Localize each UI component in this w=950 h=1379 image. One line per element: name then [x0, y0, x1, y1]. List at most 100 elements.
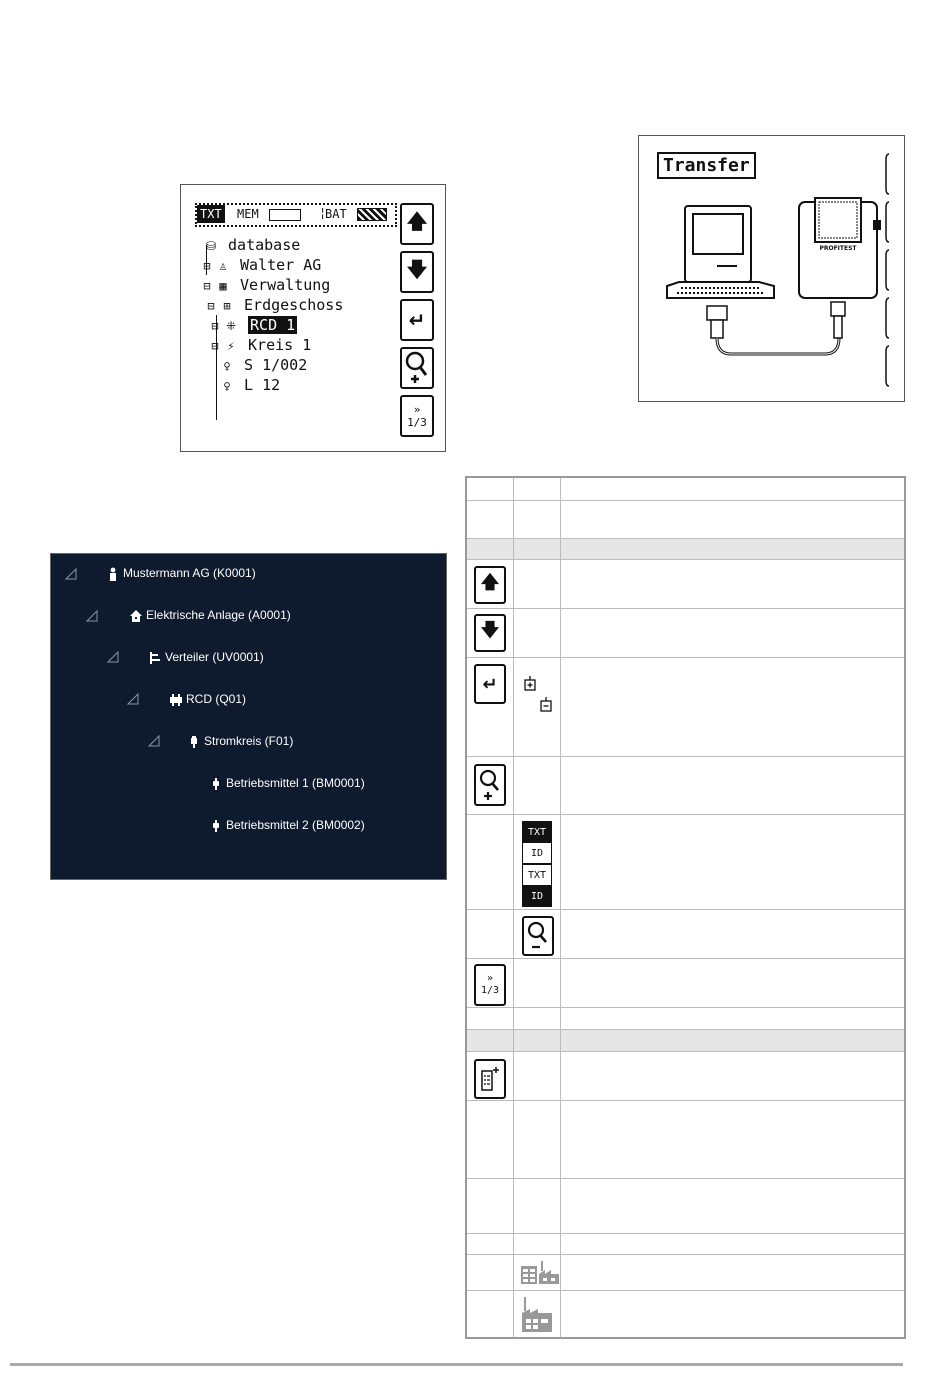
- key-reference-table: 🡅 🡇 ↵ TX: [465, 476, 906, 1339]
- collapse-icon: ⊟: [203, 259, 211, 273]
- page-indicator: 1/3: [480, 985, 500, 996]
- expand-triangle-icon[interactable]: [148, 735, 160, 747]
- dark-tree-row[interactable]: Verteiler (UV0001): [148, 650, 264, 665]
- expand-triangle-icon[interactable]: [107, 651, 119, 663]
- table-section-band: [467, 1029, 904, 1051]
- table-row-divider: [467, 559, 904, 560]
- up-arrow-icon: 🡅: [406, 209, 428, 233]
- zoom-plus-icon: [479, 769, 499, 800]
- table-row-divider: [467, 1100, 904, 1101]
- table-section-band: [467, 538, 904, 559]
- tree-node-verwaltung[interactable]: ⊟▦ Verwaltung: [199, 275, 330, 296]
- tree-line: [206, 245, 207, 275]
- status-bar: TXT MEM ¦ BAT: [195, 203, 397, 227]
- table-row-divider: [467, 1029, 904, 1030]
- enter-button[interactable]: ↵: [400, 299, 434, 341]
- enter-icon: ↵: [408, 308, 426, 332]
- table-row-divider: [467, 1007, 904, 1008]
- computer-icon: [666, 205, 775, 339]
- page-button[interactable]: » 1/3: [400, 395, 434, 437]
- mem-label: MEM: [237, 207, 259, 221]
- distributor-icon: ⊞: [223, 299, 231, 313]
- dark-tree-row[interactable]: Betriebsmittel 1 (BM0001): [209, 776, 365, 791]
- zoom-plus-icon: [405, 351, 428, 383]
- expand-triangle-icon[interactable]: [65, 568, 77, 580]
- table-row-divider: [467, 958, 904, 959]
- key-zoom-out-button[interactable]: [522, 916, 554, 956]
- scroll-up-button[interactable]: 🡅: [400, 203, 434, 245]
- memory-gauge-icon: [269, 209, 301, 221]
- key-up-button[interactable]: 🡅: [474, 566, 506, 604]
- tree-node-s1002[interactable]: ♀ S 1/002: [219, 355, 307, 376]
- rcd-icon: [170, 693, 182, 706]
- dark-tree-view: Mustermann AG (K0001) Elektrische Anlage…: [50, 553, 447, 880]
- plug-icon: [213, 819, 219, 832]
- page-indicator: 1/3: [407, 416, 427, 429]
- distributor-icon: [150, 651, 160, 664]
- tree-node-kreis[interactable]: ⊟⚡ Kreis 1: [207, 335, 311, 356]
- enter-icon: ↵: [482, 673, 498, 695]
- up-arrow-icon: 🡅: [480, 572, 500, 593]
- dark-tree-row[interactable]: Betriebsmittel 2 (BM0002): [209, 818, 365, 833]
- table-row-divider: [467, 500, 904, 501]
- selected-node-label: RCD 1: [248, 316, 298, 334]
- down-arrow-icon: 🡇: [406, 257, 428, 281]
- person-icon: ♙: [219, 259, 227, 273]
- tree-node-rcd[interactable]: ⊟ ⁜ RCD 1: [207, 315, 298, 336]
- dark-tree-row[interactable]: Elektrische Anlage (A0001): [129, 608, 291, 623]
- zoom-in-button[interactable]: [400, 347, 434, 389]
- scroll-down-button[interactable]: 🡇: [400, 251, 434, 293]
- tree-node-walter[interactable]: ⊟♙ Walter AG: [199, 255, 321, 276]
- dark-tree-row[interactable]: Mustermann AG (K0001): [106, 566, 256, 581]
- factory-icon: [522, 1297, 552, 1332]
- building-group-icon: [521, 1261, 559, 1284]
- key-new-entry-button[interactable]: [474, 1059, 506, 1099]
- collapse-icon: ⊟: [211, 319, 219, 333]
- dark-tree-row[interactable]: RCD (Q01): [169, 692, 246, 707]
- transfer-illustration: PROFITEST: [666, 153, 890, 387]
- txt-chip-active: TXT: [522, 821, 552, 843]
- table-row-divider: [467, 538, 904, 539]
- key-down-button[interactable]: 🡇: [474, 614, 506, 652]
- transfer-screen: PROFITEST Transfer: [638, 135, 905, 402]
- table-row-divider: [467, 909, 904, 910]
- table-row-divider: [467, 1290, 904, 1291]
- battery-gauge-icon: [357, 208, 387, 221]
- expand-triangle-icon[interactable]: [86, 610, 98, 622]
- tree-node-l12[interactable]: ♀ L 12: [219, 375, 280, 396]
- transfer-title: Transfer: [657, 152, 756, 179]
- page-arrows: »: [486, 973, 494, 984]
- down-arrow-icon: 🡇: [480, 620, 500, 641]
- table-row-divider: [467, 608, 904, 609]
- table-row-divider: [467, 814, 904, 815]
- device-screen: TXT MEM ¦ BAT ⛁ database ⊟♙ Walter AG ⊟▦…: [180, 184, 446, 452]
- person-icon: [110, 567, 116, 581]
- key-zoom-in-button[interactable]: [474, 764, 506, 806]
- circuit-icon: [191, 735, 197, 748]
- table-row-divider: [467, 1254, 904, 1255]
- database-icon: ⛁: [205, 239, 217, 253]
- table-row-divider: [467, 1051, 904, 1052]
- house-icon: [130, 609, 142, 622]
- collapse-node-icon: [540, 697, 552, 712]
- dark-tree-row[interactable]: Stromkreis (F01): [187, 734, 293, 749]
- key-enter-button[interactable]: ↵: [474, 664, 506, 704]
- test-device-icon: PROFITEST: [798, 197, 881, 339]
- lamp-icon: ♀: [223, 359, 231, 373]
- zoom-minus-icon: [527, 921, 547, 949]
- txt-mode-indicator[interactable]: TXT: [197, 205, 225, 223]
- rcd-icon: ⁜: [225, 319, 237, 333]
- tree-line: [216, 315, 217, 420]
- expand-triangle-icon[interactable]: [127, 693, 139, 705]
- tree-node-database[interactable]: ⛁ database: [203, 235, 300, 256]
- expand-node-icon: [524, 676, 536, 691]
- footer-rule: [10, 1363, 903, 1366]
- circuit-icon: ⚡: [227, 339, 235, 353]
- collapse-icon: ⊟: [203, 279, 211, 293]
- txt-chip-inactive: TXT: [522, 864, 552, 886]
- key-page-button[interactable]: » 1/3: [474, 964, 506, 1006]
- tree-node-erdgeschoss[interactable]: ⊟⊞ Erdgeschoss: [203, 295, 343, 316]
- id-chip-active: ID: [522, 885, 552, 907]
- collapse-icon: ⊟: [211, 339, 219, 353]
